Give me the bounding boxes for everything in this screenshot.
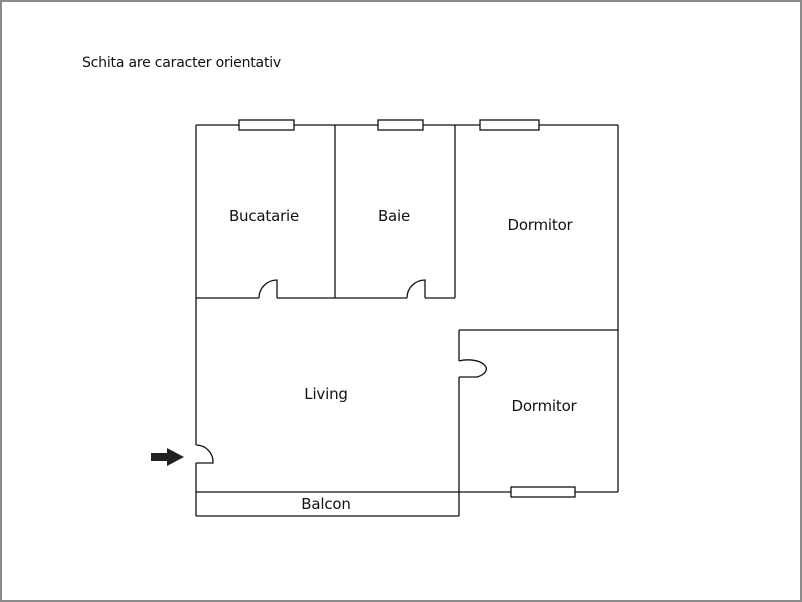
window-baie [377,119,424,131]
door-bucatarie [258,279,278,299]
window-dormitor2 [510,486,576,498]
room-label-living: Living [304,385,348,403]
room-label-dormitor-1: Dormitor [507,216,573,234]
room-label-dormitor-2: Dormitor [511,397,577,415]
window-dormitor1 [479,119,540,131]
entrance-arrow-icon [151,448,184,466]
window-bucatarie [238,119,295,131]
room-label-balcon: Balcon [301,495,351,513]
door-dormitor2 [458,359,487,378]
door-baie [406,279,426,299]
room-label-bucatarie: Bucatarie [228,207,300,225]
door-entrance [195,444,214,464]
room-label-baie: Baie [377,207,411,225]
disclaimer-note: Schita are caracter orientativ [82,55,282,71]
